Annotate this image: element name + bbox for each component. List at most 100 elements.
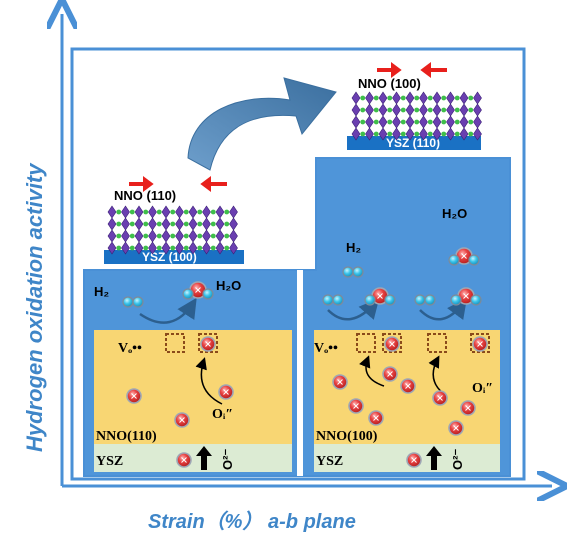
right-octahedron bbox=[459, 91, 469, 105]
left-migration-arrow bbox=[195, 357, 223, 405]
left-lattice-atom bbox=[143, 245, 149, 251]
right-octahedron bbox=[378, 91, 388, 105]
left-octahedron bbox=[188, 241, 198, 255]
left-ysz-oxygen-ion-mark bbox=[181, 457, 187, 463]
x-axis-label: Strain（%） a-b plane bbox=[148, 510, 356, 533]
right-water-molecule-1-h1 bbox=[364, 294, 376, 306]
left-water-molecule-oxygen-mark bbox=[195, 287, 201, 293]
left-lattice-atom bbox=[129, 221, 135, 227]
left-octahedron bbox=[229, 229, 238, 243]
left-lattice-atom bbox=[183, 209, 189, 215]
left-lattice-atom bbox=[210, 233, 216, 239]
left-lattice-atom bbox=[170, 221, 176, 227]
right-crystal: YSZ (110) NNO (100) bbox=[347, 62, 482, 150]
left-octahedron bbox=[148, 205, 157, 219]
right-lattice-atom bbox=[441, 119, 447, 125]
left-octahedron bbox=[161, 205, 171, 219]
left-lattice-atom bbox=[156, 245, 162, 251]
right-occupied-box-2 bbox=[470, 333, 490, 353]
right-lattice-atom bbox=[360, 107, 366, 113]
left-lattice-atom bbox=[224, 245, 230, 251]
left-octahedron bbox=[121, 229, 130, 243]
left-film-label: NNO (110) bbox=[114, 188, 176, 203]
right-migration-arrow-1 bbox=[359, 355, 385, 387]
right-layer-label: NNO(100) bbox=[316, 429, 378, 444]
left-nno-layer bbox=[94, 330, 292, 444]
right-vacancy-box-2 bbox=[427, 333, 447, 353]
left-lattice-atom bbox=[156, 209, 162, 215]
right-octahedron bbox=[392, 103, 401, 117]
right-lattice-atom bbox=[373, 131, 379, 137]
left-octahedron bbox=[148, 229, 157, 243]
right-ysz-oxygen-ion-mark bbox=[411, 457, 417, 463]
right-lattice-atom bbox=[373, 119, 379, 125]
right-lattice-atom bbox=[400, 107, 406, 113]
left-octahedron bbox=[121, 217, 130, 231]
right-octahedron bbox=[405, 91, 415, 105]
right-octahedron bbox=[446, 115, 455, 129]
left-lattice-atom bbox=[116, 233, 122, 239]
left-lattice-atom bbox=[197, 209, 203, 215]
right-h2-molecule-top-b bbox=[352, 266, 364, 278]
right-h2-molecule-2-a bbox=[414, 294, 426, 306]
right-oxygen-ion-4-mark bbox=[405, 383, 411, 389]
left-lattice-atom bbox=[129, 245, 135, 251]
right-h2-molecule-2-b bbox=[424, 294, 436, 306]
right-ysz-label: YSZ bbox=[316, 454, 343, 469]
right-octahedron bbox=[446, 103, 455, 117]
right-octahedron bbox=[473, 91, 482, 105]
left-lattice-atom bbox=[143, 233, 149, 239]
right-o2-label: O²⁻ bbox=[450, 449, 465, 470]
right-octahedron bbox=[432, 103, 442, 117]
right-octahedron bbox=[405, 127, 415, 141]
right-lattice-atom bbox=[414, 131, 420, 137]
right-oxygen-ion-5-mark bbox=[373, 415, 379, 421]
left-octahedron bbox=[202, 205, 211, 219]
right-oxygen-in-site-2-mark bbox=[477, 341, 483, 347]
right-octahedron bbox=[446, 91, 455, 105]
right-octahedron bbox=[459, 115, 469, 129]
right-octahedron bbox=[378, 103, 388, 117]
left-water-molecule-h2 bbox=[202, 288, 214, 300]
left-octahedron bbox=[121, 205, 130, 219]
right-oxygen-ion-6-mark bbox=[437, 395, 443, 401]
left-substrate-label: YSZ (100) bbox=[142, 250, 197, 264]
right-lattice-atom bbox=[454, 107, 460, 113]
left-oxygen-in-site-mark bbox=[205, 341, 211, 347]
left-lattice-atom bbox=[116, 221, 122, 227]
left-water-molecule-h1 bbox=[182, 288, 194, 300]
left-octahedron bbox=[215, 241, 225, 255]
left-lattice-atom bbox=[143, 209, 149, 215]
left-octahedron bbox=[134, 217, 144, 231]
right-lattice-atom bbox=[414, 107, 420, 113]
left-octahedron bbox=[107, 217, 117, 231]
right-lattice-atom bbox=[387, 119, 393, 125]
right-octahedron bbox=[405, 103, 415, 117]
left-octahedron bbox=[202, 229, 211, 243]
left-lattice-atom bbox=[224, 209, 230, 215]
left-octahedron bbox=[229, 217, 238, 231]
right-h2-molecule-top-a bbox=[342, 266, 354, 278]
left-lattice-atom bbox=[197, 245, 203, 251]
right-water-molecule-2-oxygen-mark bbox=[463, 293, 469, 299]
left-octahedron bbox=[202, 217, 211, 231]
right-lattice-atom bbox=[454, 95, 460, 101]
right-octahedron bbox=[473, 115, 482, 129]
left-h2-molecule-a bbox=[122, 296, 134, 308]
right-lattice-atom bbox=[400, 95, 406, 101]
left-octahedron bbox=[161, 229, 171, 243]
left-lattice-atom bbox=[170, 209, 176, 215]
right-octahedron bbox=[351, 103, 361, 117]
left-octahedron bbox=[188, 217, 198, 231]
right-lattice-atom bbox=[414, 95, 420, 101]
right-lattice-atom bbox=[387, 131, 393, 137]
right-lattice-atom bbox=[441, 107, 447, 113]
right-lattice-atom bbox=[427, 131, 433, 137]
left-interstitial-label: Oᵢ″ bbox=[212, 407, 233, 422]
right-substrate-label: YSZ (110) bbox=[386, 136, 440, 150]
right-oxygen-ion-3-mark bbox=[353, 403, 359, 409]
left-octahedron bbox=[148, 217, 157, 231]
left-h2o-label: H₂O bbox=[216, 278, 241, 293]
left-lattice-atom bbox=[197, 233, 203, 239]
left-octahedron bbox=[229, 241, 238, 255]
